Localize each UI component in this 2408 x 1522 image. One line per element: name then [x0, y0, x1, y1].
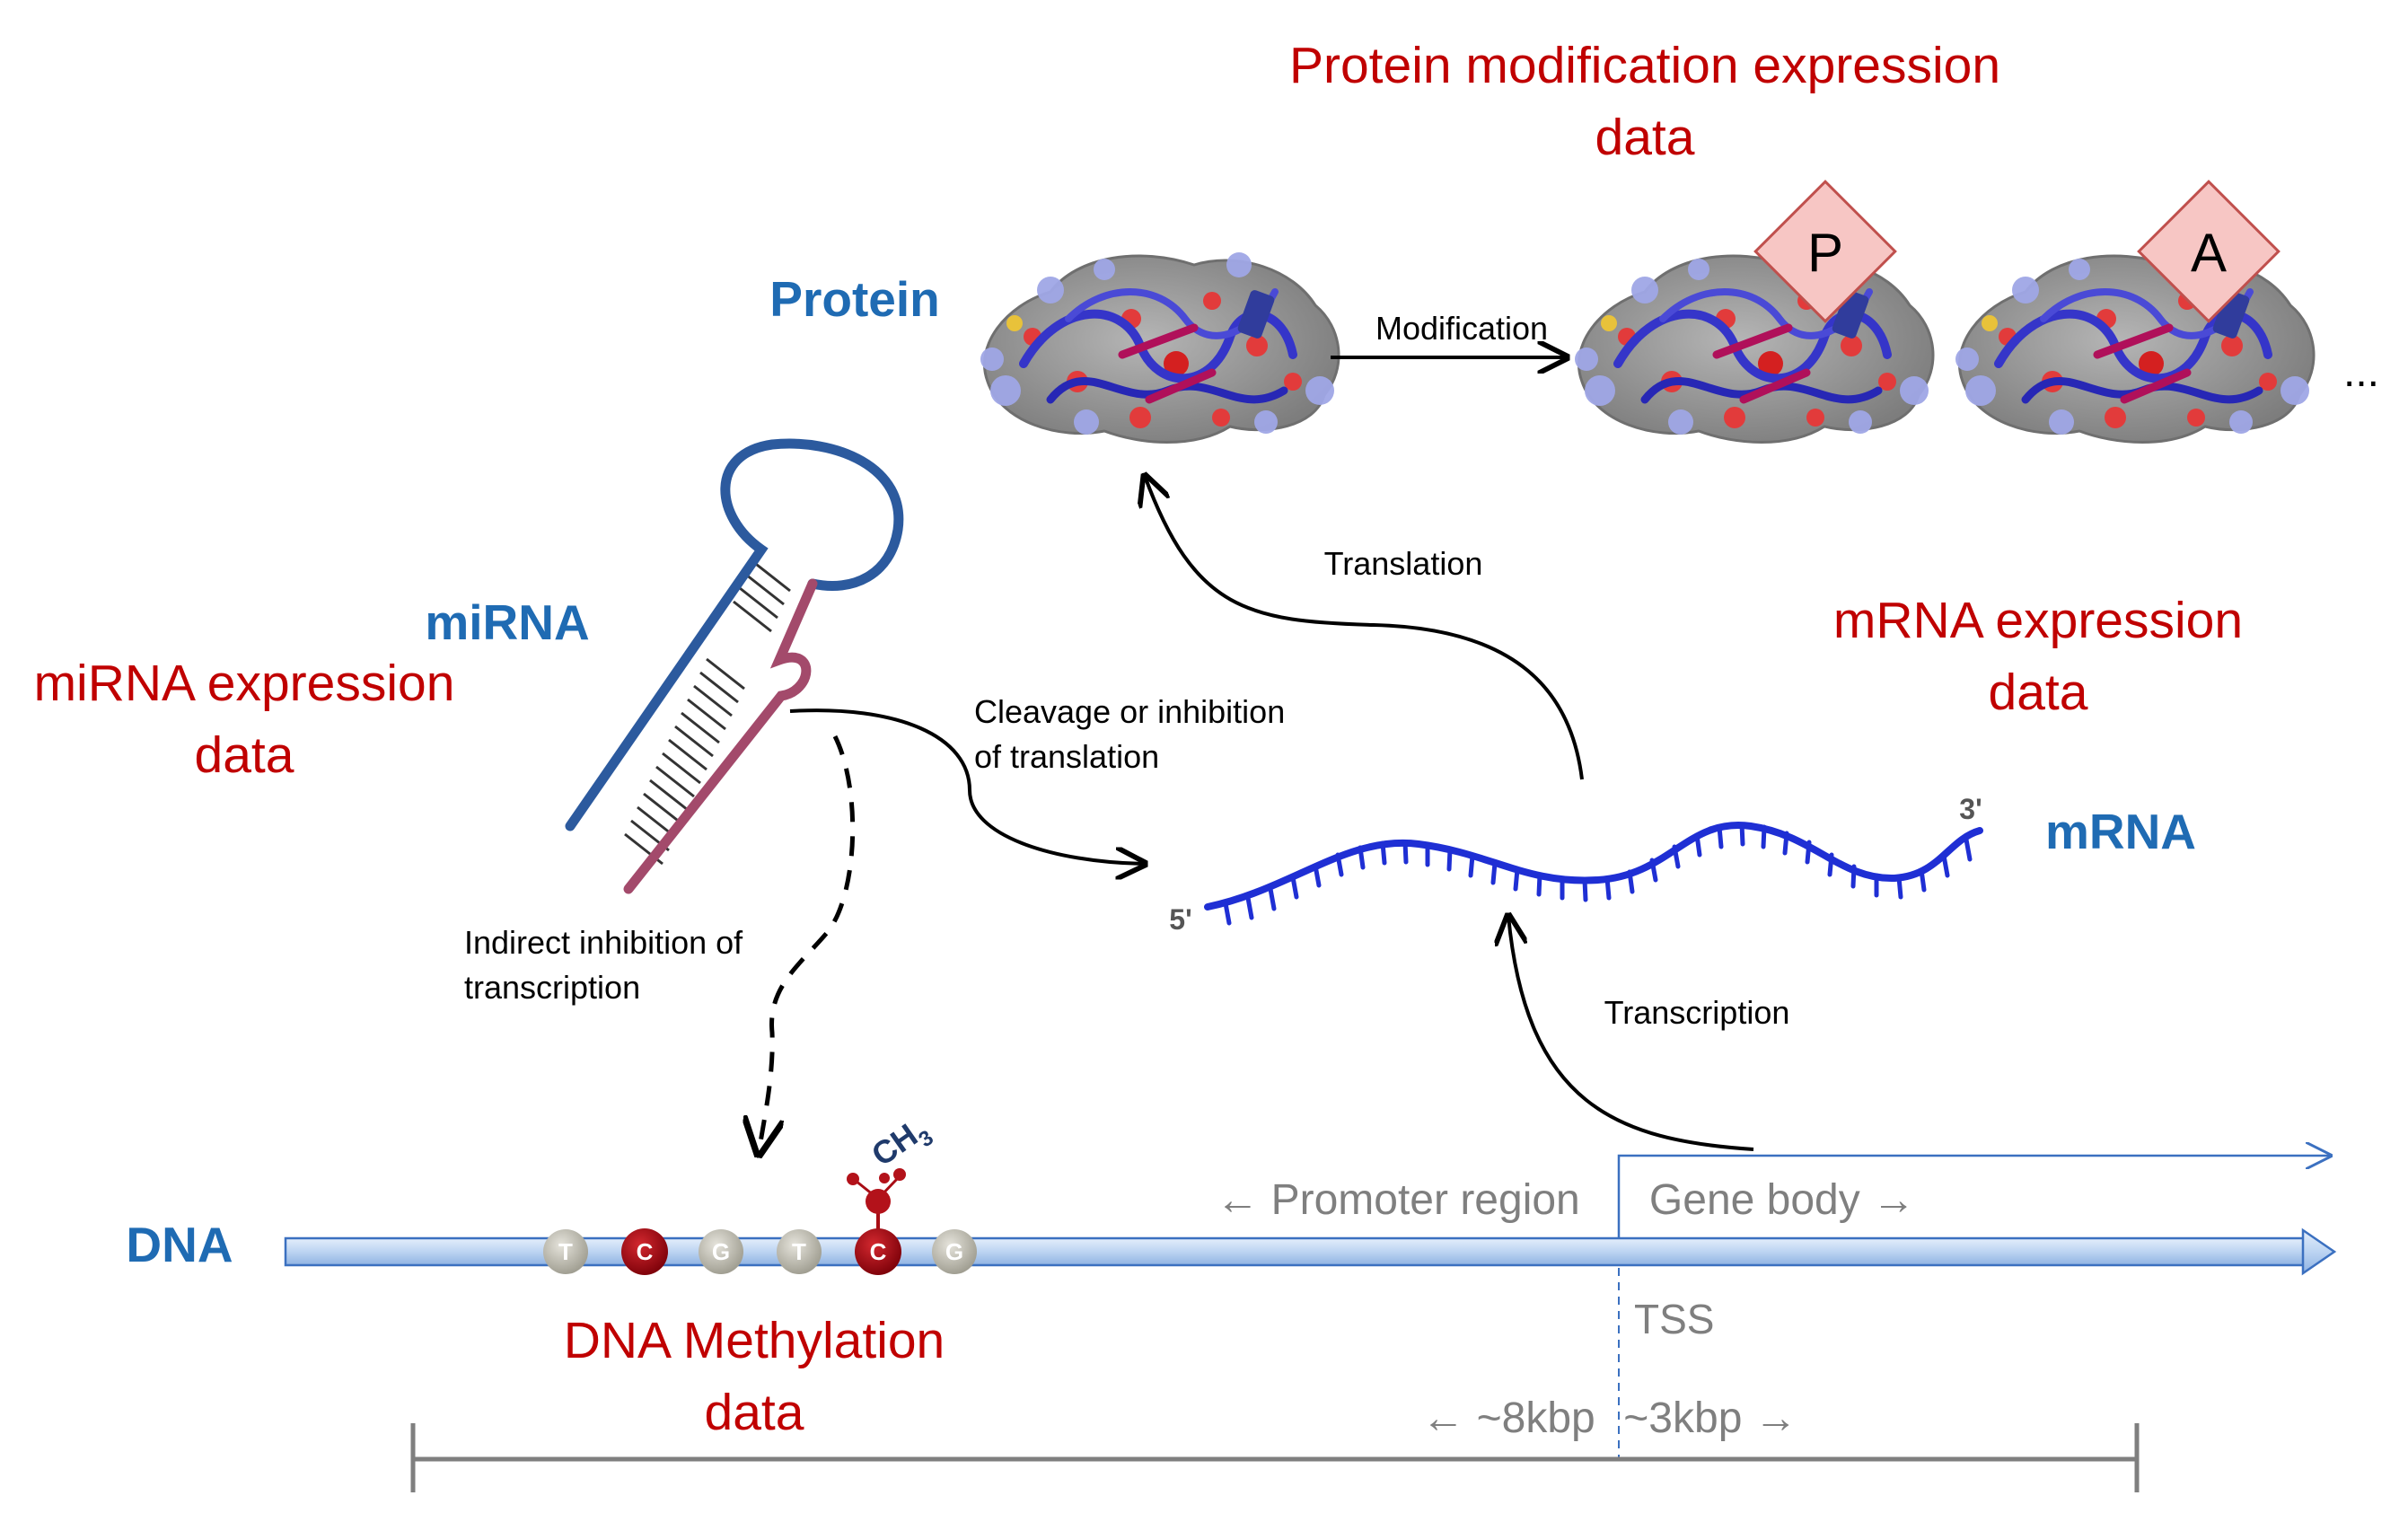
mrna-expr-title-line2: data [1989, 664, 2088, 721]
protein-mod-title-line1: Protein modification expression [1289, 37, 2000, 94]
nucleotide-methylated: C [855, 1228, 901, 1275]
region-range-bar [410, 1423, 2140, 1492]
transcription-label: Transcription [1604, 994, 1790, 1031]
promoter-region-label: ← Promoter region [1216, 1176, 1580, 1224]
translation-arrow [1145, 476, 1584, 780]
protein-mod-title-line2: data [1595, 109, 1695, 166]
protein-label: Protein [769, 271, 939, 327]
mrna-expr-title-line1: mRNA expression [1833, 592, 2243, 649]
modification-label: Modification [1375, 310, 1548, 347]
dna-meth-title-line2: data [705, 1384, 804, 1441]
mrna-3prime-label: 3' [1959, 793, 1982, 825]
dna-label: DNA [126, 1217, 233, 1272]
transcription-arrow [1508, 916, 1754, 1151]
cleavage-label-line2: of translation [974, 738, 1159, 775]
dna-strand-bar [284, 1227, 2337, 1276]
nucleotide: G [932, 1229, 977, 1274]
dna-meth-title-line1: DNA Methylation [564, 1312, 945, 1369]
protein-structure-acetylated [1955, 252, 2314, 443]
mirna-hairpin [565, 438, 904, 894]
acetylation-letter: A [2191, 223, 2227, 283]
mirna-label: miRNA [425, 594, 589, 650]
acetylation-tag: A [2137, 180, 2281, 323]
methyl-group: CH3 [847, 1109, 938, 1241]
gene-body-arrow [1617, 1156, 2330, 1244]
indirect-inhibition-arrow [759, 735, 856, 1154]
mirna-strand-maroon [623, 578, 818, 894]
more-modifications-ellipsis: ... [2343, 348, 2379, 396]
phosphorylation-tag: P [1753, 180, 1897, 323]
mrna-5prime-label: 5' [1169, 903, 1191, 936]
svg-text:T: T [792, 1238, 806, 1265]
mrna-strand [1204, 821, 1983, 926]
gene-body-label: Gene body → [1649, 1176, 1915, 1224]
phosphorylation-letter: P [1807, 223, 1843, 283]
cleavage-arrow [789, 708, 1145, 864]
svg-text:C: C [637, 1238, 654, 1265]
cleavage-label-line1: Cleavage or inhibition [974, 693, 1285, 730]
indirect-inhibition-label-line1: Indirect inhibition of [464, 924, 743, 961]
tss-label: TSS [1634, 1296, 1714, 1342]
protein-structure-phosphorylated [1575, 252, 1933, 443]
svg-text:G: G [945, 1238, 963, 1265]
nucleotide: T [543, 1229, 588, 1274]
mrna-label: mRNA [2045, 804, 2196, 859]
mirna-expr-title-line1: miRNA expression [34, 655, 455, 712]
mirna-strand-blue [565, 438, 904, 831]
kbp-upstream-label: ← ~8kbp [1421, 1394, 1595, 1442]
svg-text:T: T [558, 1238, 573, 1265]
svg-text:C: C [870, 1238, 887, 1265]
translation-label: Translation [1324, 545, 1483, 582]
svg-text:G: G [712, 1238, 730, 1265]
mirna-expr-title-line2: data [195, 726, 294, 784]
nucleotide: T [777, 1229, 822, 1274]
nucleotide-methylated: C [621, 1228, 668, 1275]
indirect-inhibition-label-line2: transcription [464, 969, 640, 1006]
protein-structure-unmodified [980, 252, 1339, 443]
nucleotide-sequence: T C G T C G [543, 1228, 977, 1275]
kbp-downstream-label: ~3kbp → [1623, 1394, 1797, 1442]
nucleotide: G [699, 1229, 743, 1274]
